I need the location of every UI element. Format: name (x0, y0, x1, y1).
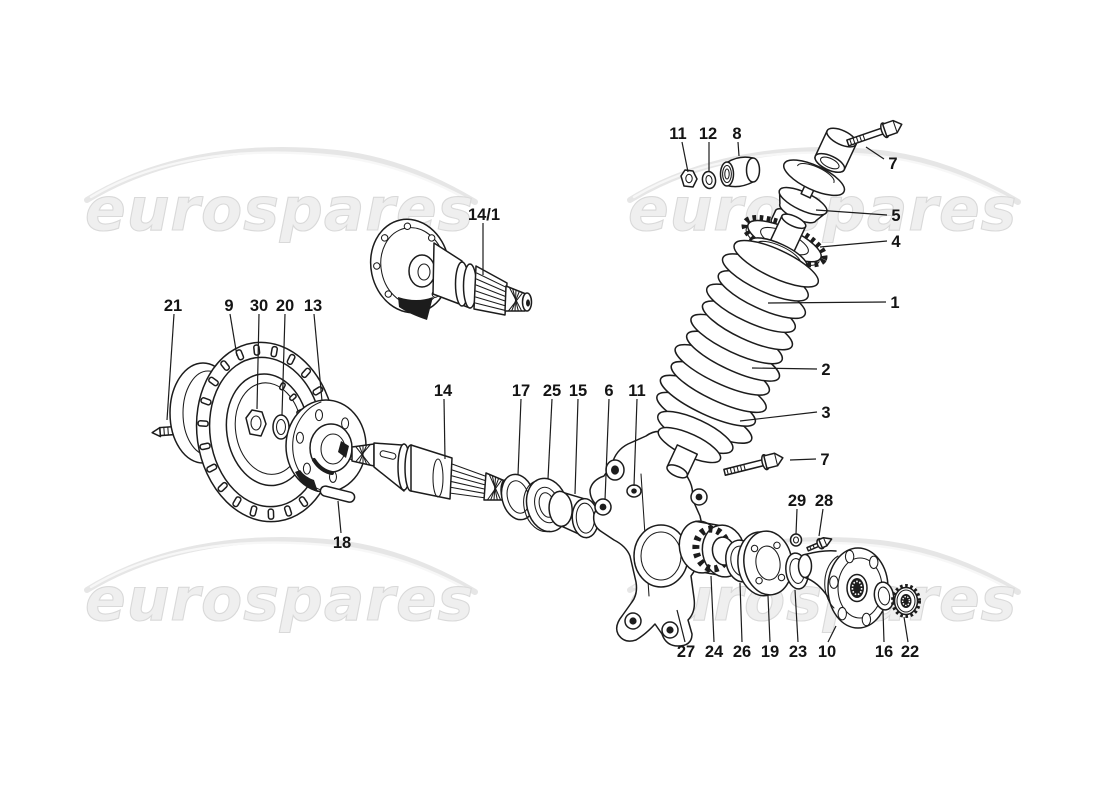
hub-carrier (589, 430, 708, 647)
shock-top-mount (770, 127, 858, 230)
leader-line (604, 398, 610, 501)
leader-line (903, 616, 909, 643)
mount-bolt (846, 119, 903, 147)
leader-line (794, 589, 799, 643)
leader-line (676, 609, 686, 643)
lock-nut (680, 169, 698, 188)
part-label-14: 14 (434, 382, 453, 400)
part-label-7: 7 (820, 451, 829, 469)
leader-line (574, 398, 579, 495)
leader-line (819, 240, 888, 248)
part-label-7: 7 (888, 155, 897, 173)
watermark-swoosh-highlight (89, 151, 469, 201)
leader-line (767, 301, 887, 304)
leader-line (443, 398, 446, 460)
part-label-25: 25 (543, 382, 561, 400)
part-label-11: 11 (628, 382, 645, 400)
leader-line (313, 313, 323, 402)
part-label-24: 24 (705, 643, 724, 661)
part-label-16: 16 (875, 643, 893, 661)
leader-line (865, 146, 885, 160)
leader-line (818, 508, 824, 537)
part-label-9: 9 (224, 297, 233, 315)
hub-key (319, 485, 356, 503)
leader-line (710, 575, 715, 643)
part-label-21: 21 (164, 297, 182, 315)
part-label-1: 1 (890, 294, 899, 312)
part-label-2: 2 (821, 361, 830, 379)
axle-shaft (369, 218, 533, 320)
rubber-bushing (719, 156, 761, 188)
part-label-15: 15 (569, 382, 587, 400)
part-label-23: 23 (789, 643, 807, 661)
part-label-20: 20 (276, 297, 294, 315)
part-label-3: 3 (821, 404, 830, 422)
leader-line (882, 610, 885, 643)
leader-line (256, 313, 260, 410)
leader-line (815, 209, 888, 216)
part-label-4: 4 (891, 233, 901, 251)
leader-line (767, 595, 771, 643)
leader-line (751, 367, 818, 370)
part-label-30: 30 (250, 297, 268, 315)
watermark-text: eurospares (85, 565, 474, 635)
part-label-8: 8 (732, 125, 741, 143)
part-label-29: 29 (788, 492, 806, 510)
part-label-26: 26 (733, 643, 751, 661)
washer (701, 170, 717, 190)
leader-line (739, 582, 743, 643)
leader-line (633, 398, 638, 487)
shock-absorber-assembly (656, 127, 858, 479)
leader-line (337, 500, 342, 534)
part-label-22: 22 (901, 643, 919, 661)
wheel-hub (285, 399, 367, 493)
part-label-18: 18 (333, 534, 351, 552)
watermark-swoosh-highlight (89, 541, 469, 591)
watermark: eurospares (84, 537, 478, 636)
leader-line (547, 398, 553, 480)
watermark-text: eurospares (85, 175, 474, 245)
part-label-17: 17 (512, 382, 530, 400)
leader-line (229, 313, 238, 357)
part-label-12: 12 (699, 125, 717, 143)
watermark: eurospares (84, 147, 478, 246)
leader-line (739, 411, 818, 422)
leader-line (166, 313, 175, 421)
part-label-5: 5 (891, 207, 900, 225)
rear-hub-group (678, 520, 921, 629)
fasteners (680, 119, 903, 552)
part-label-11: 11 (669, 125, 686, 143)
leader-line (827, 625, 837, 643)
part-label-13: 13 (304, 297, 322, 315)
brake-disc-assembly (151, 341, 367, 523)
small-washer (789, 533, 803, 547)
bearing-flange (737, 530, 793, 597)
leader-line (795, 508, 798, 535)
part-label-10: 10 (818, 643, 836, 661)
leader-line (681, 141, 689, 173)
part-label-28: 28 (815, 492, 833, 510)
leader-line (517, 398, 522, 476)
spring-seat-lower (657, 410, 734, 464)
hub-washer (272, 414, 290, 440)
leader-line (737, 141, 740, 157)
part-label-27: 27 (677, 643, 695, 661)
hub-nut (245, 409, 267, 437)
leader-line (789, 458, 817, 461)
flange-bolt (806, 536, 833, 552)
part-label-6: 6 (604, 382, 613, 400)
splined-coupler (891, 584, 921, 618)
part-label-19: 19 (761, 643, 779, 661)
stub-axle (351, 442, 510, 501)
ball-bearing (678, 520, 746, 578)
shock-lower-eye (666, 444, 699, 479)
part-label-14-1: 14/1 (468, 206, 500, 224)
leader-line (281, 313, 286, 416)
shock-bolt (723, 452, 784, 476)
